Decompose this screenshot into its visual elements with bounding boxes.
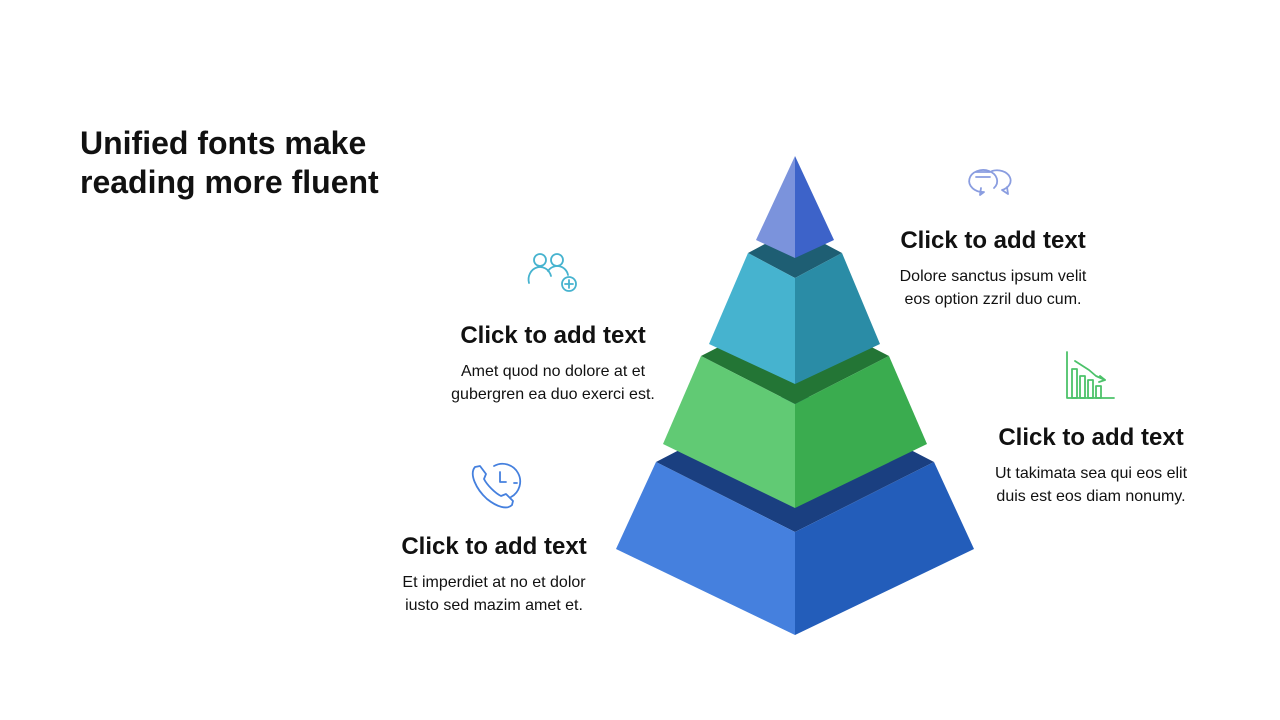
phone-clock-icon [471, 462, 522, 509]
tier-2-right-face [795, 253, 880, 384]
text-block-1-body[interactable]: Dolore sanctus ipsum velit eos option zz… [853, 265, 1133, 311]
tier-4-left-face [616, 462, 795, 635]
text-block-1-body-line-2: eos option zzril duo cum. [904, 291, 1082, 308]
text-block-3-body-line-2: duis est eos diam nonumy. [996, 488, 1186, 505]
text-block-2-heading[interactable]: Click to add text [460, 322, 646, 349]
tier-3-right-face [795, 356, 927, 508]
text-block-3-body[interactable]: Ut takimata sea qui eos elit duis est eo… [951, 462, 1231, 508]
tier-3-left-face [663, 356, 795, 508]
slide-title-line-1: Unified fonts make [80, 125, 367, 161]
text-block-2: Click to add text Amet quod no dolore at… [413, 322, 693, 406]
apex-right-face [795, 156, 834, 258]
text-block-2-body[interactable]: Amet quod no dolore at et gubergren ea d… [413, 360, 693, 406]
declining-bar-chart-icon [1066, 351, 1115, 399]
text-block-4-body-line-2: iusto sed mazim amet et. [405, 597, 583, 614]
text-block-4-heading[interactable]: Click to add text [401, 533, 587, 560]
text-block-1: Click to add text Dolore sanctus ipsum v… [853, 227, 1133, 311]
text-block-2-body-line-1: Amet quod no dolore at et [460, 363, 646, 380]
tier-2-left-face [709, 253, 795, 384]
slide-title: Unified fonts make reading more fluent [80, 124, 440, 202]
text-block-1-heading[interactable]: Click to add text [900, 227, 1086, 254]
text-block-4-body-line-1: Et imperdiet at no et dolor [402, 574, 586, 591]
chat-bubbles-icon [968, 169, 1012, 196]
text-block-3: Click to add text Ut takimata sea qui eo… [951, 424, 1231, 508]
slide-title-line-2: reading more fluent [80, 164, 379, 200]
tier-4-right-face [795, 462, 974, 635]
apex-left-face [756, 156, 795, 258]
text-block-4-body[interactable]: Et imperdiet at no et dolor iusto sed ma… [354, 571, 634, 617]
text-block-3-body-line-1: Ut takimata sea qui eos elit [994, 465, 1188, 482]
text-block-4: Click to add text Et imperdiet at no et … [354, 533, 634, 617]
text-block-3-heading[interactable]: Click to add text [998, 424, 1184, 451]
text-block-1-body-line-1: Dolore sanctus ipsum velit [899, 268, 1087, 285]
text-block-2-body-line-2: gubergren ea duo exerci est. [451, 386, 655, 403]
add-user-group-icon [527, 253, 577, 292]
